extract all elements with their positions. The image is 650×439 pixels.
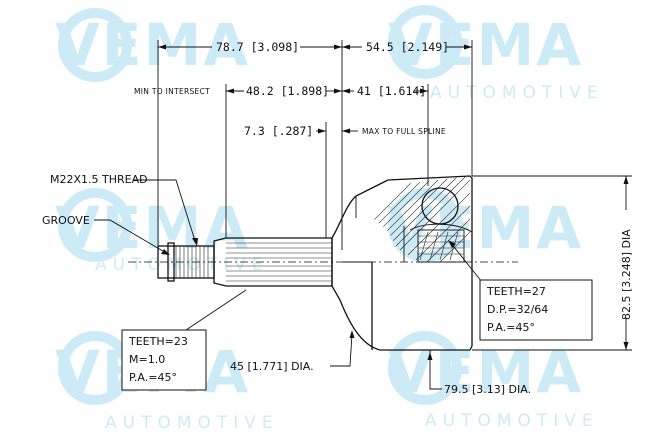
watermark-sub: AUTOMOTIVE (105, 413, 279, 433)
dim-cup-inner: 41 [1.614] (342, 84, 428, 98)
bell-housing (331, 175, 473, 351)
watermark-brand: VEMA (55, 194, 250, 262)
watermark-ring (58, 188, 132, 262)
spline-lines (226, 242, 332, 282)
watermark-brand: VEMA (388, 194, 583, 262)
dim-min-intersect: MIN TO INTERSECT 48.2 [1.898] (134, 84, 342, 98)
spec-box-inner: TEETH=27 D.P.=32/64 P.A.=45° (448, 240, 593, 341)
spec-box-outer: TEETH=23 M=1.0 P.A.=45° (121, 289, 247, 391)
dim-cup-inner-text: 41 [1.614] (357, 84, 426, 98)
spec-inner-teeth: TEETH=27 (486, 285, 546, 298)
groove-ring (167, 242, 175, 282)
dim-overall-length: 78.7 [3.098] (158, 40, 342, 54)
dim-max-spline-text: 7.3 [.287] (244, 124, 313, 138)
thread-label: M22X1.5 THREAD (50, 173, 148, 186)
watermark-ring (388, 5, 462, 79)
watermark-ring (58, 8, 132, 82)
dim-overall-length-text: 78.7 [3.098] (216, 40, 299, 54)
groove-callout: GROOVE (42, 214, 170, 255)
watermark-brand: VEMA (388, 11, 583, 79)
watermark-top-left: VEMA (55, 8, 250, 82)
thread-lines (175, 246, 209, 278)
watermark-sub: AUTOMOTIVE (425, 411, 599, 431)
dim-max-spline: 7.3 [.287] MAX TO FULL SPLINE (244, 124, 446, 138)
extension-lines (157, 40, 632, 351)
max-spline-label: MAX TO FULL SPLINE (362, 127, 446, 136)
watermark: VEMA VEMA AUTOMOTIVE VEMA AUTOMOTIVE VEM… (55, 5, 604, 433)
cage-line (409, 223, 473, 233)
dim-bell-dia-text: 79.5 [3.13] DIA. (444, 383, 531, 396)
inner-spline-lines (418, 235, 464, 255)
min-intersect-label: MIN TO INTERSECT (134, 87, 210, 96)
groove-label: GROOVE (42, 214, 90, 227)
watermark-middle-left: VEMA AUTOMOTIVE (55, 188, 269, 275)
dim-cup-length: 54.5 [2.149] (342, 40, 472, 54)
spec-box-inner-frame (479, 279, 593, 341)
spec-box-outer-frame (121, 329, 207, 391)
cv-joint-part (157, 175, 473, 351)
watermark-middle-right: VEMA (388, 188, 583, 262)
watermark-brand: VEMA (388, 338, 583, 406)
dim-cup-length-text: 54.5 [2.149] (366, 40, 449, 54)
dim-shaft-dia: 45 [1.771] DIA. (230, 330, 355, 373)
spec-outer-teeth: TEETH=23 (128, 335, 188, 348)
dim-outer-dia-text: 82.5 [3.248] DIA (620, 229, 633, 320)
thread-callout: M22X1.5 THREAD (50, 173, 198, 246)
spec-inner-dp: D.P.=32/64 (487, 303, 548, 316)
spec-outer-module: M=1.0 (129, 353, 165, 366)
watermark-sub: AUTOMOTIVE (430, 83, 604, 103)
watermark-sub: AUTOMOTIVE (95, 255, 269, 275)
watermark-brand: VEMA (55, 11, 250, 79)
watermark-ring (388, 331, 462, 405)
watermark-bottom-right: VEMA AUTOMOTIVE (388, 331, 599, 431)
spec-inner-pa: P.A.=45° (487, 321, 535, 334)
dim-min-intersect-text: 48.2 [1.898] (246, 84, 329, 98)
dim-bell-dia: 79.5 [3.13] DIA. (427, 350, 531, 396)
inner-race (417, 229, 465, 263)
spec-outer-pa: P.A.=45° (129, 371, 177, 384)
dim-shaft-dia-text: 45 [1.771] DIA. (230, 360, 314, 373)
dim-outer-dia: 82.5 [3.248] DIA (619, 176, 633, 350)
section-hatch (372, 176, 470, 262)
